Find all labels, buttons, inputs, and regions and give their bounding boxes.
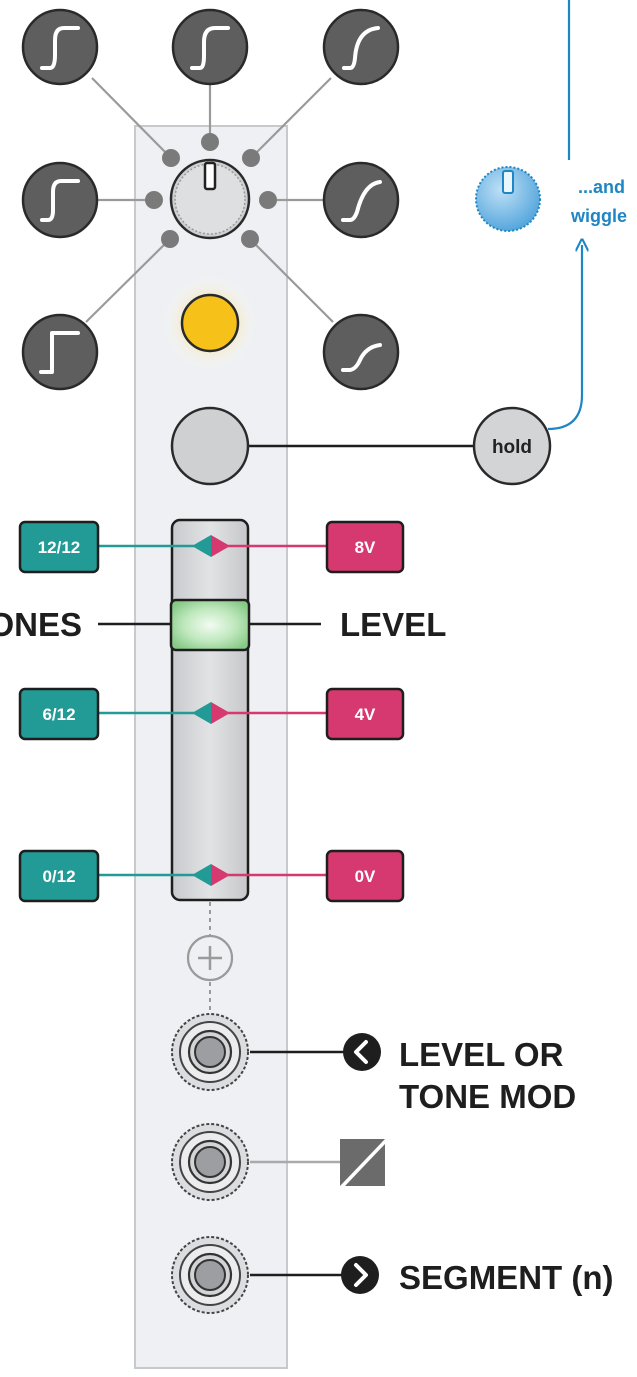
tone-tag: 12/12 xyxy=(18,520,100,574)
shape-knob[interactable] xyxy=(21,8,99,86)
selector-dots xyxy=(145,133,277,248)
svg-text:8V: 8V xyxy=(355,538,376,557)
shape-knob[interactable] xyxy=(21,313,99,391)
shape-curve-icon xyxy=(341,180,382,222)
wiggle-line2: wiggle xyxy=(570,206,627,226)
shape-knob[interactable] xyxy=(21,161,99,239)
fader-scale-lines xyxy=(98,544,327,877)
segment-jack[interactable] xyxy=(171,1236,249,1314)
status-led xyxy=(180,293,240,353)
shape-knob[interactable] xyxy=(322,161,400,239)
shape-square-step-icon xyxy=(39,331,80,374)
svg-text:0V: 0V xyxy=(355,867,376,886)
mod-label-line1: LEVEL OR xyxy=(399,1036,564,1073)
shape-rounded-step-icon xyxy=(40,26,80,70)
svg-text:0/12: 0/12 xyxy=(42,867,75,886)
shape-rounded-step-icon xyxy=(40,179,80,222)
tones-label: TONES xyxy=(0,606,82,643)
tone-tag: 0/12 xyxy=(18,849,100,903)
shape-selector-knob[interactable] xyxy=(169,158,251,240)
shape-rounded-step-icon xyxy=(190,26,230,70)
fader-scale-markers xyxy=(192,535,230,886)
hold-badge: hold xyxy=(472,406,552,486)
chevron-right-icon xyxy=(341,1256,379,1294)
shape-knob[interactable] xyxy=(171,8,249,86)
volt-tag: 4V xyxy=(325,687,405,741)
volt-tag: 0V xyxy=(325,849,405,903)
level-label: LEVEL xyxy=(340,606,446,643)
tone-tag: 6/12 xyxy=(18,687,100,741)
wiggle-line1: ...and xyxy=(578,177,625,197)
svg-text:4V: 4V xyxy=(355,705,376,724)
shape-knob[interactable] xyxy=(322,8,400,86)
shape-connector-lines xyxy=(85,77,334,323)
svg-text:6/12: 6/12 xyxy=(42,705,75,724)
segment-button[interactable] xyxy=(170,406,250,486)
knob-pointer xyxy=(203,161,217,191)
blue-knob xyxy=(475,166,541,232)
output-jack[interactable] xyxy=(171,1123,249,1201)
shape-knob[interactable] xyxy=(322,313,400,391)
shape-curve-icon xyxy=(342,26,380,70)
wiggle-path xyxy=(547,245,582,431)
volt-tag: 8V xyxy=(325,520,405,574)
mod-label-line2: TONE MOD xyxy=(399,1078,576,1115)
hold-label: hold xyxy=(492,437,532,458)
shape-s-curve-icon xyxy=(341,343,382,372)
fader-cap[interactable] xyxy=(98,598,321,652)
output-ramp-icon xyxy=(340,1139,385,1186)
plus-icon xyxy=(186,934,234,982)
mod-input-jack[interactable] xyxy=(171,1013,249,1091)
segment-label: SEGMENT (n) xyxy=(399,1259,613,1296)
svg-text:12/12: 12/12 xyxy=(38,538,81,557)
chevron-left-icon xyxy=(343,1033,381,1071)
